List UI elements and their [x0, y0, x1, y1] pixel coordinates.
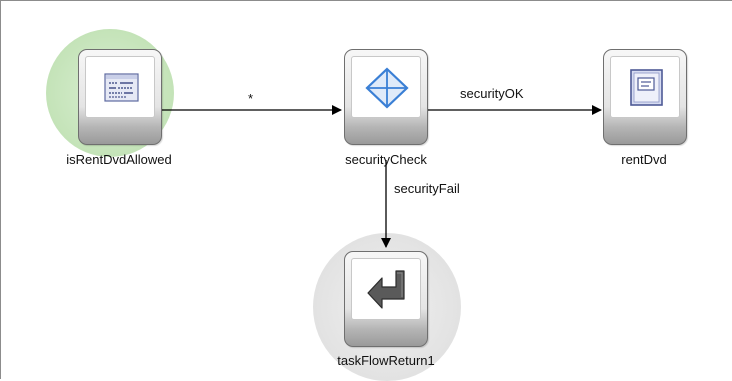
activity-rent-dvd[interactable] — [603, 49, 687, 145]
view-icon — [630, 69, 663, 106]
router-icon — [365, 67, 409, 109]
activity-face — [351, 56, 421, 118]
activity-label-security-check: securityCheck — [345, 152, 427, 167]
edge-label-security-fail: securityFail — [394, 181, 460, 196]
activity-face — [351, 258, 421, 320]
activity-task-flow-return[interactable] — [344, 251, 428, 347]
activity-label-task-flow-return: taskFlowReturn1 — [337, 353, 435, 368]
activity-label-is-rent-dvd-allowed: isRentDvdAllowed — [66, 152, 172, 167]
edge-label-security-ok: securityOK — [460, 86, 524, 101]
edge-label-wildcard: * — [248, 91, 254, 106]
activity-is-rent-dvd-allowed[interactable] — [78, 49, 162, 145]
activity-face — [85, 56, 155, 118]
method-call-icon — [104, 73, 139, 102]
activity-security-check[interactable] — [344, 49, 428, 145]
task-flow-return-icon — [367, 270, 405, 309]
activity-face — [610, 56, 680, 118]
activity-label-rent-dvd: rentDvd — [621, 152, 667, 167]
